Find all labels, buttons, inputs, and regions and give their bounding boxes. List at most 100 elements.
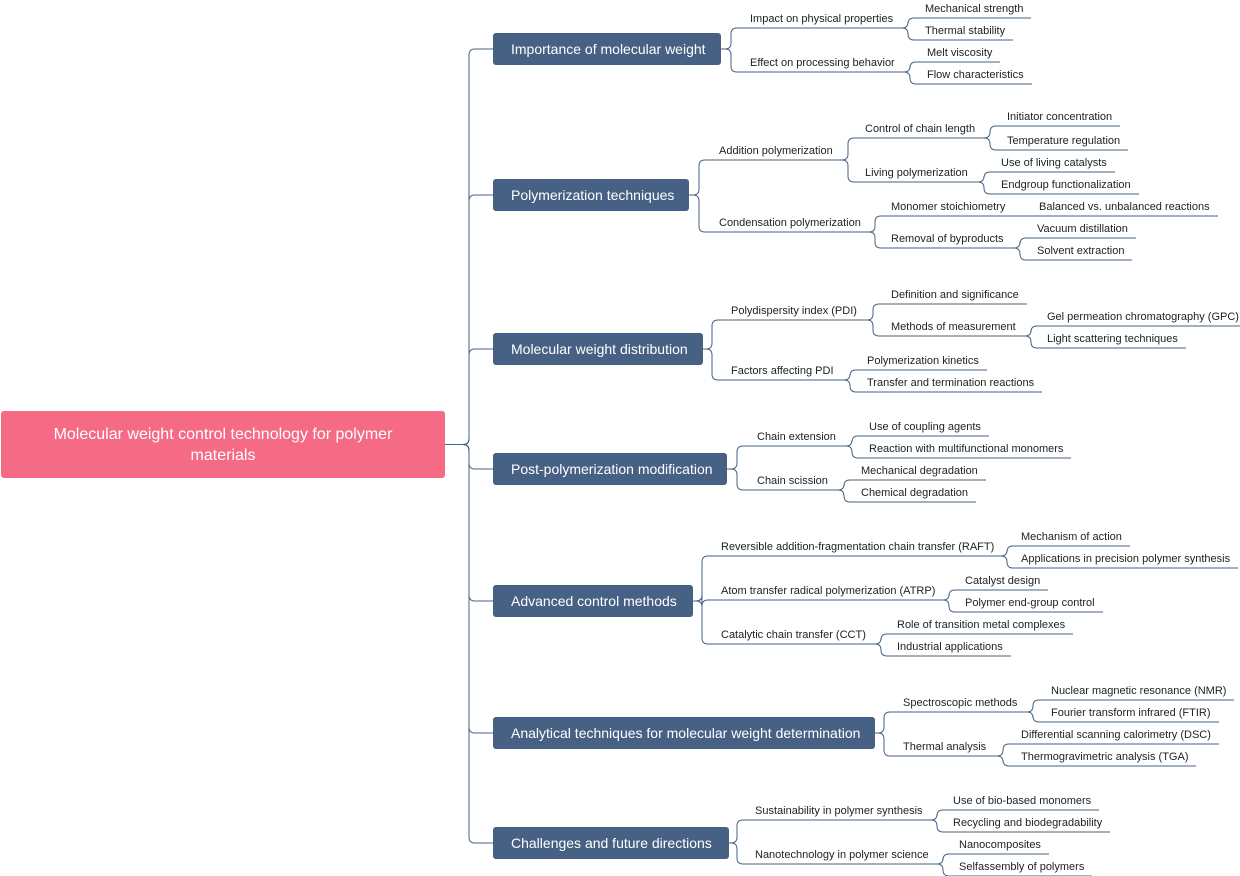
topic-gel-permeation-chromatography[interactable]: Gel permeation chromatography (GPC) xyxy=(1047,311,1239,323)
link-d2 xyxy=(729,819,745,844)
link-d2 xyxy=(875,711,893,734)
topic-condensation-polymerization[interactable]: Condensation polymerization xyxy=(719,217,861,229)
topic-monomer-stoichiometry[interactable]: Monomer stoichiometry xyxy=(891,201,1006,213)
topic-endgroup-functionalization[interactable]: Endgroup functionalization xyxy=(1001,179,1131,191)
link-d3 xyxy=(841,159,855,183)
topic-definition-and-significance[interactable]: Definition and significance xyxy=(891,289,1019,301)
link-d2 xyxy=(721,48,740,73)
link-d3 xyxy=(836,489,851,503)
link-d3 xyxy=(1025,699,1041,713)
topic-removal-of-byproducts[interactable]: Removal of byproducts xyxy=(891,233,1004,245)
topic-thermal-stability[interactable]: Thermal stability xyxy=(925,25,1006,37)
topic-nanotechnology-in-polymer-science[interactable]: Nanotechnology in polymer science xyxy=(755,849,929,861)
link-d3 xyxy=(930,809,944,821)
topic-balanced-vs-unbalanced-reactions[interactable]: Balanced vs. unbalanced reactions xyxy=(1039,201,1210,213)
link-d3 xyxy=(868,215,882,233)
topic-methods-of-measurement[interactable]: Methods of measurement xyxy=(891,321,1016,333)
branch-challenges-and-future-directions[interactable]: Challenges and future directions xyxy=(493,827,729,859)
link-d3 xyxy=(1025,711,1041,723)
link-d3 xyxy=(930,819,944,833)
branch-molecular-weight-distribution[interactable]: Molecular weight distribution xyxy=(493,333,703,365)
branch-analytical-techniques[interactable]: Analytical techniques for molecular weig… xyxy=(493,717,875,749)
topic-dsc[interactable]: Differential scanning calorimetry (DSC) xyxy=(1021,729,1211,741)
link-d3 xyxy=(842,379,857,393)
topic-light-scattering-techniques[interactable]: Light scattering techniques xyxy=(1047,333,1178,345)
link-d3 xyxy=(844,435,859,447)
link-d4 xyxy=(1024,335,1038,349)
topic-melt-viscosity[interactable]: Melt viscosity xyxy=(927,47,993,59)
link-d2 xyxy=(693,594,711,607)
topic-sustainability-in-polymer-synthesis[interactable]: Sustainability in polymer synthesis xyxy=(755,805,923,817)
link-d3 xyxy=(994,755,1011,767)
topic-use-of-living-catalysts[interactable]: Use of living catalysts xyxy=(1001,157,1107,169)
topic-use-of-coupling-agents[interactable]: Use of coupling agents xyxy=(869,421,981,433)
branch-importance-of-molecular-weight[interactable]: Importance of molecular weight xyxy=(493,33,721,65)
topic-vacuum-distillation[interactable]: Vacuum distillation xyxy=(1037,223,1128,235)
topic-initiator-concentration[interactable]: Initiator concentration xyxy=(1007,111,1113,123)
topic-spectroscopic-methods[interactable]: Spectroscopic methods xyxy=(903,697,1018,709)
link-d3 xyxy=(842,369,857,381)
topic-nanocomposites[interactable]: Nanocomposites xyxy=(959,839,1041,851)
link-d2 xyxy=(703,319,721,350)
topic-flow-characteristics[interactable]: Flow characteristics xyxy=(927,69,1024,81)
topic-effect-on-processing-behavior[interactable]: Effect on processing behavior xyxy=(750,57,895,69)
topic-reaction-with-multifunctional-monomers[interactable]: Reaction with multifunctional monomers xyxy=(869,443,1064,455)
link-d3 xyxy=(936,853,950,865)
topic-tga[interactable]: Thermogravimetric analysis (TGA) xyxy=(1021,751,1189,763)
topic-chain-extension[interactable]: Chain extension xyxy=(757,431,836,443)
topic-impact-on-physical-properties[interactable]: Impact on physical properties xyxy=(750,13,894,25)
link-root-branch xyxy=(445,348,493,445)
link-d4 xyxy=(1024,325,1038,337)
topic-polymerization-kinetics[interactable]: Polymerization kinetics xyxy=(867,355,979,367)
link-d4 xyxy=(976,181,991,195)
link-d2 xyxy=(729,842,745,865)
topic-recycling-and-biodegradability[interactable]: Recycling and biodegradability xyxy=(953,817,1103,829)
topic-temperature-regulation[interactable]: Temperature regulation xyxy=(1007,135,1121,147)
branch-advanced-control-methods[interactable]: Advanced control methods xyxy=(493,585,693,617)
topic-thermal-analysis[interactable]: Thermal analysis xyxy=(903,741,987,753)
topic-polymer-end-group-control[interactable]: Polymer end-group control xyxy=(965,597,1095,609)
topic-mechanism-of-action[interactable]: Mechanism of action xyxy=(1021,531,1122,543)
topic-ftir[interactable]: Fourier transform infrared (FTIR) xyxy=(1051,707,1211,719)
topic-solvent-extraction[interactable]: Solvent extraction xyxy=(1037,245,1125,257)
link-d3 xyxy=(901,27,915,41)
topic-catalyst-design[interactable]: Catalyst design xyxy=(965,575,1041,587)
topic-nmr[interactable]: Nuclear magnetic resonance (NMR) xyxy=(1051,685,1227,697)
topic-raft[interactable]: Reversible addition-fragmentation chain … xyxy=(721,541,995,553)
topic-control-of-chain-length[interactable]: Control of chain length xyxy=(865,123,976,135)
link-d3 xyxy=(942,599,956,613)
branch-post-polymerization-modification[interactable]: Post-polymerization modification xyxy=(493,453,727,485)
topic-role-of-transition-metal-complexes[interactable]: Role of transition metal complexes xyxy=(897,619,1066,631)
link-root-branch xyxy=(445,444,493,844)
link-d2 xyxy=(693,600,711,645)
link-d2 xyxy=(689,159,709,196)
topic-chain-scission[interactable]: Chain scission xyxy=(757,475,828,487)
branch-polymerization-techniques[interactable]: Polymerization techniques xyxy=(493,179,689,211)
link-d2 xyxy=(689,194,709,233)
link-d3 xyxy=(841,137,855,161)
link-d2 xyxy=(721,27,740,50)
topic-cct[interactable]: Catalytic chain transfer (CCT) xyxy=(721,629,866,641)
link-d3 xyxy=(936,863,950,876)
topic-chemical-degradation[interactable]: Chemical degradation xyxy=(861,487,969,499)
topic-industrial-applications[interactable]: Industrial applications xyxy=(897,641,1003,653)
link-d3 xyxy=(865,319,881,337)
topic-selfassembly-of-polymers[interactable]: Selfassembly of polymers xyxy=(959,861,1085,873)
topic-transfer-and-termination-reactions[interactable]: Transfer and termination reactions xyxy=(867,377,1035,389)
topic-polydispersity-index[interactable]: Polydispersity index (PDI) xyxy=(731,305,857,317)
topic-living-polymerization[interactable]: Living polymerization xyxy=(865,167,968,179)
link-d2 xyxy=(693,555,711,602)
topic-use-of-bio-based-monomers[interactable]: Use of bio-based monomers xyxy=(953,795,1092,807)
topic-applications-in-precision-polymer-synthesis[interactable]: Applications in precision polymer synthe… xyxy=(1021,553,1231,565)
root-topic[interactable]: Molecular weight control technology for … xyxy=(1,411,445,478)
topic-mechanical-strength[interactable]: Mechanical strength xyxy=(925,3,1024,15)
link-d2 xyxy=(727,468,747,491)
topic-addition-polymerization[interactable]: Addition polymerization xyxy=(719,145,833,157)
link-d3 xyxy=(903,61,917,73)
topic-atrp[interactable]: Atom transfer radical polymerization (AT… xyxy=(721,585,936,597)
topic-mechanical-degradation[interactable]: Mechanical degradation xyxy=(861,465,978,477)
topic-factors-affecting-pdi[interactable]: Factors affecting PDI xyxy=(731,365,834,377)
link-d3 xyxy=(1000,555,1014,569)
link-d3 xyxy=(874,633,888,645)
